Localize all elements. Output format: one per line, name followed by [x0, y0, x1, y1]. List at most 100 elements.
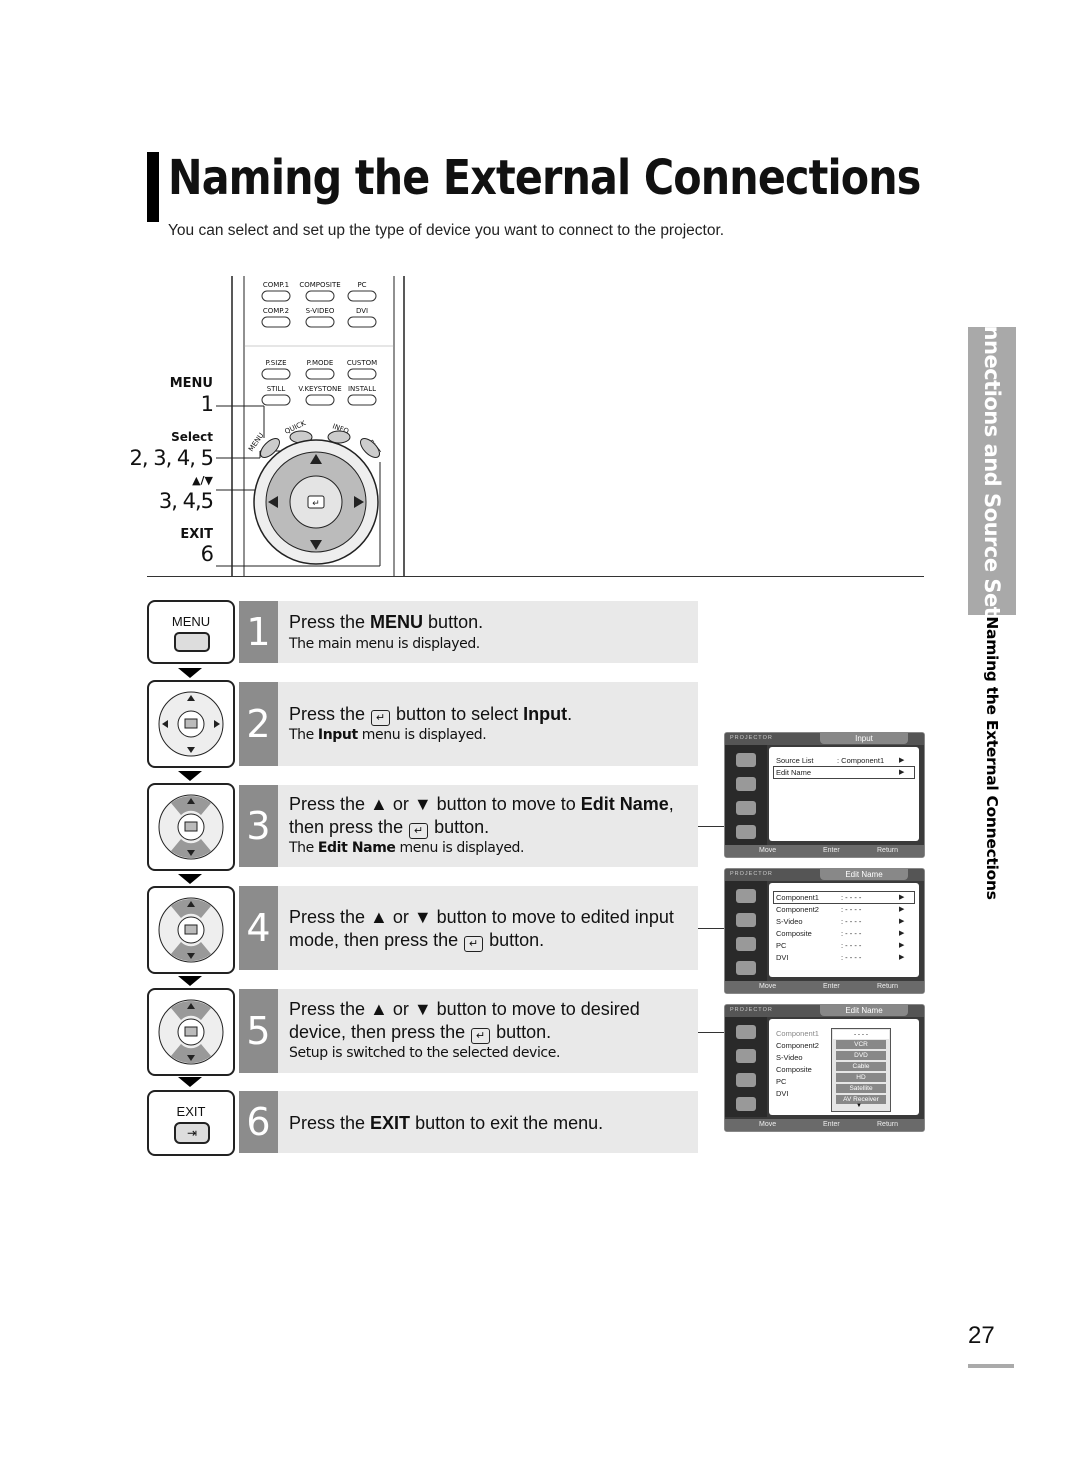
arrow-down-icon	[178, 1077, 202, 1087]
arrow-down-icon	[178, 668, 202, 678]
dpad-enter-icon	[147, 680, 235, 768]
svg-text:CUSTOM: CUSTOM	[347, 359, 377, 367]
osd-row-label: Composite	[776, 929, 812, 938]
osd-option: DVD	[836, 1051, 886, 1060]
menu-key-icon	[174, 632, 210, 652]
menu-button-icon: MENU	[147, 600, 235, 664]
connector-line	[698, 826, 724, 827]
osd-row-label: S-Video	[776, 1053, 803, 1062]
svg-text:INSTALL: INSTALL	[348, 385, 376, 393]
step-2-box: Press the ↵ button to select Input. The …	[278, 682, 698, 766]
osd-option: - - - -	[833, 1030, 889, 1039]
step-4-text-line1: Press the ▲ or ▼ button to move to edite…	[289, 907, 674, 927]
svg-text:P.SIZE: P.SIZE	[265, 359, 286, 367]
osd-row-label: DVI	[776, 1089, 789, 1098]
enter-icon: ↵	[409, 823, 429, 839]
osd-option: VCR	[836, 1040, 886, 1049]
arrow-down-icon	[178, 874, 202, 884]
osd-row-arrow: ▶	[899, 918, 905, 925]
page-number-rule	[968, 1364, 1014, 1368]
svg-text:COMPOSITE: COMPOSITE	[299, 281, 340, 289]
enter-icon: ↵	[371, 710, 391, 726]
page-title: Naming the External Connections	[168, 150, 921, 206]
divider	[147, 576, 924, 577]
osd-option: HD	[836, 1073, 886, 1082]
osd-dropdown-list: - - - - VCR DVD Cable HD Satellite AV Re…	[831, 1028, 891, 1112]
osd-row-value: : Component1	[837, 756, 885, 765]
step-4-box: Press the ▲ or ▼ button to move to edite…	[278, 886, 698, 970]
dpad-updown-icon	[147, 886, 235, 974]
osd-row-value: : - - - -	[841, 953, 862, 962]
title-accent-bar	[147, 152, 159, 222]
step-3-note: The Edit Name menu is displayed.	[289, 840, 525, 856]
osd-row-value: : - - - -	[841, 941, 862, 950]
exit-key-icon: ⇥	[174, 1122, 210, 1144]
osd-row-arrow: ▶	[899, 757, 905, 764]
remote-label-menu: MENU	[169, 376, 213, 391]
osd-row-arrow: ▶	[899, 930, 905, 937]
exit-button-icon: EXIT ⇥	[147, 1090, 235, 1156]
svg-text:COMP.1: COMP.1	[263, 281, 289, 289]
connector-line	[698, 928, 724, 929]
step-number: 5	[239, 989, 278, 1073]
osd-highlight	[773, 766, 915, 779]
osd-row-label: Component1	[776, 1029, 819, 1038]
dpad-updown-icon	[147, 988, 235, 1076]
osd-row-value: : - - - -	[841, 929, 862, 938]
step-6-box: Press the EXIT button to exit the menu.	[278, 1091, 698, 1153]
osd-row-arrow: ▶	[899, 906, 905, 913]
remote-label-exit: EXIT	[180, 527, 213, 542]
subsection-label: Naming the External Connections	[983, 616, 1001, 900]
connector-line	[698, 1032, 724, 1033]
step-number: 3	[239, 785, 278, 867]
arrow-down-icon	[178, 771, 202, 781]
osd-menu-title: Edit Name	[820, 1005, 908, 1016]
svg-text:PC: PC	[357, 281, 366, 289]
step-2-text: Press the ↵ button to select Input.	[289, 704, 573, 726]
step-3-box: Press the ▲ or ▼ button to move to Edit …	[278, 785, 698, 867]
osd-row-label: Component2	[776, 1041, 819, 1050]
step-5-text-line1: Press the ▲ or ▼ button to move to desir…	[289, 999, 640, 1019]
osd-row-arrow: ▶	[899, 942, 905, 949]
remote-label-arrows-steps: 3, 4,5	[158, 489, 214, 513]
svg-text:DVI: DVI	[356, 307, 368, 315]
page-subtitle: You can select and set up the type of de…	[168, 222, 725, 239]
osd-row-label: Source List	[776, 756, 814, 765]
osd-row-arrow: ▶	[899, 954, 905, 961]
remote-label-arrows: ▲/▼	[192, 474, 213, 487]
svg-text:STILL: STILL	[267, 385, 286, 393]
osd-option: AV Receiver	[836, 1095, 886, 1104]
osd-row-label: S-Video	[776, 917, 803, 926]
osd-menu-title: Input	[820, 733, 908, 744]
osd-highlight	[773, 891, 915, 904]
step-number: 6	[239, 1091, 278, 1153]
osd-option: Satellite	[836, 1084, 886, 1093]
osd-brand: PROJECTOR	[730, 735, 773, 741]
step-6-text: Press the EXIT button to exit the menu.	[289, 1113, 604, 1133]
step-2-note: The Input menu is displayed.	[289, 727, 487, 743]
osd-row-value: : - - - -	[841, 917, 862, 926]
step-3-text-line2: then press the ↵ button.	[289, 817, 490, 839]
osd-row-value: : - - - -	[841, 893, 862, 902]
svg-text:↵: ↵	[312, 498, 320, 508]
remote-label-exit-step: 6	[200, 542, 214, 566]
osd-menu-title: Edit Name	[820, 869, 908, 880]
step-3-text-line1: Press the ▲ or ▼ button to move to Edit …	[289, 794, 674, 814]
step-1-text: Press the MENU button.	[289, 612, 484, 632]
remote-label-select-steps: 2, 3, 4, 5	[129, 446, 214, 470]
osd-row-label: PC	[776, 941, 787, 950]
svg-text:COMP.2: COMP.2	[263, 307, 289, 315]
remote-label-select: Select	[171, 430, 213, 444]
step-5-note: Setup is switched to the selected device…	[289, 1045, 560, 1061]
remote-label-menu-step: 1	[200, 392, 214, 416]
enter-icon: ↵	[464, 936, 484, 952]
step-number: 2	[239, 682, 278, 766]
arrow-down-icon	[178, 976, 202, 986]
osd-row-label: Component1	[776, 893, 819, 902]
step-1-box: Press the MENU button. The main menu is …	[278, 601, 698, 663]
svg-text:P.MODE: P.MODE	[307, 359, 334, 367]
